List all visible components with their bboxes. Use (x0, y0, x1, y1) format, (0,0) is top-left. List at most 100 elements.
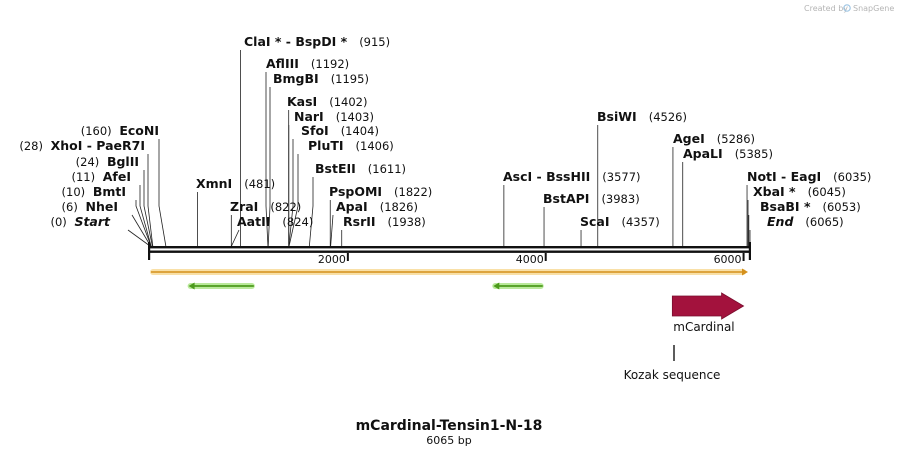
map-title: mCardinal-Tensin1-N-18 (356, 418, 543, 434)
kozak-sequence[interactable]: Kozak sequence (624, 345, 721, 382)
enzyme-name-part: SfoI (301, 123, 329, 138)
enzyme-position: (4526) (649, 110, 687, 124)
credit-brand: SnapGene (853, 4, 894, 13)
enzyme-name-part: ScaI (580, 214, 610, 229)
enzyme-name-part: AgeI (673, 131, 705, 146)
enzyme-name-part: NheI (86, 199, 119, 214)
enzyme-start[interactable]: (0) Start (50, 214, 111, 229)
enzyme-clai[interactable]: ClaI * - BspDI *(915) (244, 34, 390, 49)
green-feature-2[interactable] (492, 282, 544, 290)
leader-start (127, 229, 151, 247)
enzyme-sfoi[interactable]: SfoI(1404) (301, 123, 379, 138)
enzyme-name-part: PluTI (308, 138, 344, 153)
enzyme-pluti[interactable]: PluTI (1406) (308, 138, 394, 153)
enzyme-kasi[interactable]: KasI(1402) (287, 94, 367, 109)
green-feature-1[interactable] (187, 282, 255, 290)
enzyme-position: (3577) (602, 170, 640, 184)
insert-track[interactable] (150, 268, 748, 276)
enzyme-name-part: End (767, 214, 794, 229)
enzyme-apali[interactable]: ApaLI(5385) (683, 146, 773, 161)
enzyme-leader-lines (127, 50, 751, 247)
enzyme-name-part: KasI (287, 94, 317, 109)
leader-bsteii (308, 177, 314, 247)
leader-afliii (265, 72, 269, 247)
enzyme-afliii[interactable]: AflIII(1192) (266, 56, 349, 71)
enzyme-name-part: BsaBI (760, 199, 800, 214)
enzyme-position: (11) (71, 170, 98, 184)
enzyme-position: (6) (62, 200, 82, 214)
leader-xhoi (147, 154, 154, 247)
snapgene-credit: Created by SnapGene (804, 4, 894, 13)
enzyme-xbai[interactable]: XbaI *(6045) (753, 184, 846, 199)
enzyme-position: (822) (270, 200, 301, 214)
leader-aatii (231, 229, 240, 247)
enzyme-bglii[interactable]: (24) BglII (76, 154, 139, 169)
enzyme-name-part: - (82, 138, 96, 153)
enzyme-name-part: BspDI (295, 34, 336, 49)
mCardinal-feature[interactable]: mCardinal (671, 292, 745, 334)
enzyme-xhoi[interactable]: (28) XhoI - PaeR7I (19, 138, 145, 153)
enzyme-name-part: Start (74, 214, 111, 229)
enzyme-econi[interactable]: (160) EcoNI (81, 123, 159, 138)
enzyme-bsiwi[interactable]: BsiWI(4526) (597, 109, 687, 124)
enzyme-noti[interactable]: NotI - EagI(6035) (747, 169, 871, 184)
enzyme-aatii[interactable]: AatII(824) (237, 214, 313, 229)
enzyme-nari[interactable]: NarI (1403) (294, 109, 374, 124)
enzyme-position: (160) (81, 124, 116, 138)
enzyme-position: (1826) (380, 200, 418, 214)
mcardinal-label: mCardinal (673, 320, 734, 334)
enzyme-zrai[interactable]: ZraI(822) (230, 199, 301, 214)
enzyme-name-part: EagI (791, 169, 822, 184)
enzyme-asci[interactable]: AscI - BssHII(3577) (503, 169, 641, 184)
enzyme-position: (1403) (336, 110, 374, 124)
enzyme-name-part: - (532, 169, 546, 184)
enzyme-name-part: BstEII (315, 161, 356, 176)
enzyme-position: (1192) (311, 57, 349, 71)
leader-bmti (135, 200, 152, 247)
enzyme-name-part: ClaI (244, 34, 271, 49)
credit-text: Created by (804, 4, 848, 13)
tick-mark (742, 253, 745, 261)
enzyme-name-part: EcoNI (119, 123, 159, 138)
enzyme-name-part: - (286, 34, 296, 49)
tick-label: 4000 (516, 253, 544, 266)
leader-sfoi (288, 139, 294, 247)
enzyme-name-part: NotI (747, 169, 777, 184)
kozak-sequence-label: Kozak sequence (624, 368, 721, 382)
enzyme-bmgbi[interactable]: BmgBI (1195) (273, 71, 369, 86)
enzyme-position: (3983) (601, 192, 639, 206)
enzyme-position: (24) (76, 155, 103, 169)
enzyme-position: (481) (244, 177, 275, 191)
enzyme-afei[interactable]: (11) AfeI (71, 169, 131, 184)
enzyme-position: (824) (282, 215, 313, 229)
enzyme-name-part: BstAPI (543, 191, 589, 206)
enzyme-bsabi[interactable]: BsaBI *(6053) (760, 199, 861, 214)
map-subtitle: 6065 bp (426, 434, 471, 447)
enzyme-scai[interactable]: ScaI(4357) (580, 214, 660, 229)
enzyme-bsteii[interactable]: BstEII(1611) (315, 161, 406, 176)
enzyme-position: (5286) (717, 132, 755, 146)
enzyme-pspomi[interactable]: PspOMI(1822) (329, 184, 432, 199)
enzyme-rsrii[interactable]: RsrII(1938) (343, 214, 426, 229)
enzyme-position: (1195) (331, 72, 369, 86)
enzyme-name-part: BmgBI (273, 71, 319, 86)
enzyme-name-part: XbaI (753, 184, 785, 199)
enzyme-position: (6065) (805, 215, 843, 229)
leader-apai (330, 214, 334, 247)
backbone-strand-top (148, 246, 751, 249)
leader-econi (158, 139, 167, 247)
enzyme-name-part: NarI (294, 109, 324, 124)
enzyme-bmti[interactable]: (10) BmtI (62, 184, 126, 199)
enzyme-name-part: XmnI (196, 176, 232, 191)
enzyme-end[interactable]: End (6065) (767, 214, 844, 229)
enzyme-xmni[interactable]: XmnI (481) (196, 176, 275, 191)
backbone-strand-bottom (148, 250, 751, 253)
enzyme-nhei[interactable]: (6) NheI (62, 199, 118, 214)
enzyme-position: (1406) (356, 139, 394, 153)
enzyme-bstapi[interactable]: BstAPI (3983) (543, 191, 640, 206)
enzyme-name-part: BmtI (93, 184, 126, 199)
enzyme-apai[interactable]: ApaI(1826) (336, 199, 418, 214)
leader-afei (139, 185, 152, 247)
enzyme-agei[interactable]: AgeI (5286) (673, 131, 755, 146)
